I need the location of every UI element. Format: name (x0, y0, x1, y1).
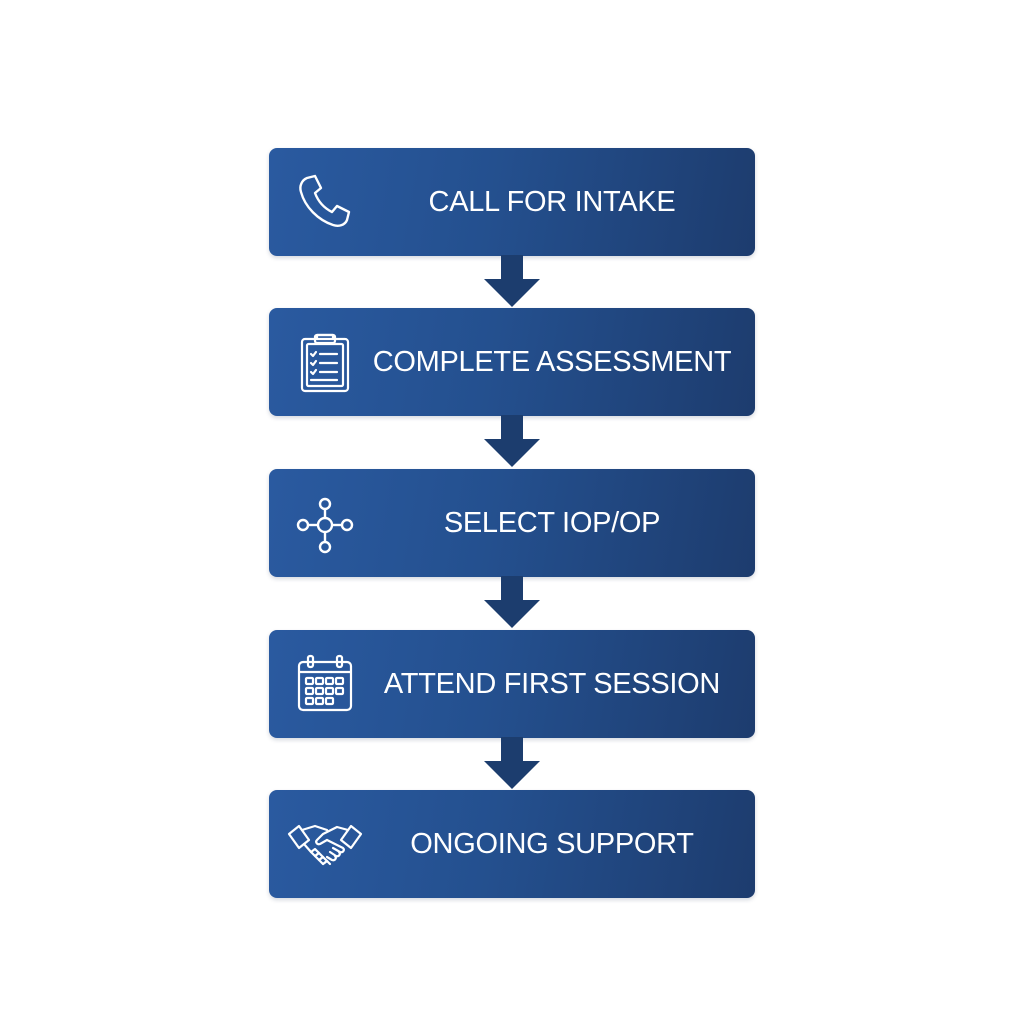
step-select-iop-op: SELECT IOP/OP (269, 469, 755, 577)
down-arrow (482, 255, 542, 307)
clipboard-checklist-icon (293, 330, 357, 394)
step-call-for-intake: CALL FOR INTAKE (269, 148, 755, 256)
handshake-icon (287, 812, 363, 876)
step-attend-first-session: ATTEND FIRST SESSION (269, 630, 755, 738)
step-label: COMPLETE ASSESSMENT (372, 345, 732, 378)
network-nodes-icon (293, 491, 357, 555)
step-label: CALL FOR INTAKE (428, 185, 676, 218)
step-label: ONGOING SUPPORT (410, 827, 694, 860)
step-label: ATTEND FIRST SESSION (383, 667, 721, 700)
calendar-icon (293, 652, 357, 716)
step-complete-assessment: COMPLETE ASSESSMENT (269, 308, 755, 416)
down-arrow (482, 576, 542, 628)
phone-icon (293, 170, 357, 234)
step-label: SELECT IOP/OP (443, 506, 661, 539)
step-ongoing-support: ONGOING SUPPORT (269, 790, 755, 898)
down-arrow (482, 415, 542, 467)
down-arrow (482, 737, 542, 789)
